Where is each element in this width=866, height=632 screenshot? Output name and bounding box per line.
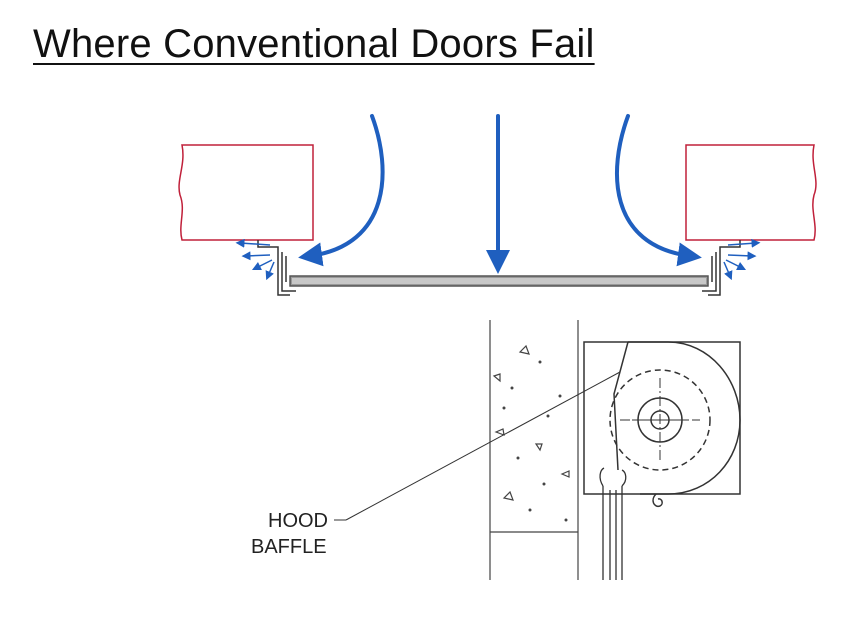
hood-baffle-leader	[334, 371, 621, 521]
page-title: Where Conventional Doors Fail	[33, 22, 595, 66]
airflow-left-arrow	[298, 114, 385, 267]
door-curtain	[289, 275, 709, 287]
wall-section	[489, 320, 579, 580]
door-guide-section	[599, 467, 627, 580]
airflow-arrows	[298, 114, 702, 274]
baffle-label: BAFFLE	[251, 536, 327, 558]
right-wall	[685, 144, 817, 241]
hood-housing	[583, 341, 741, 495]
left-wall	[178, 144, 314, 241]
leak-arrows-right	[723, 238, 761, 281]
airflow-right-arrow	[614, 114, 702, 267]
barrel-drum	[609, 369, 711, 508]
hood-label: HOOD	[268, 510, 328, 532]
leak-arrows-left	[235, 238, 275, 281]
